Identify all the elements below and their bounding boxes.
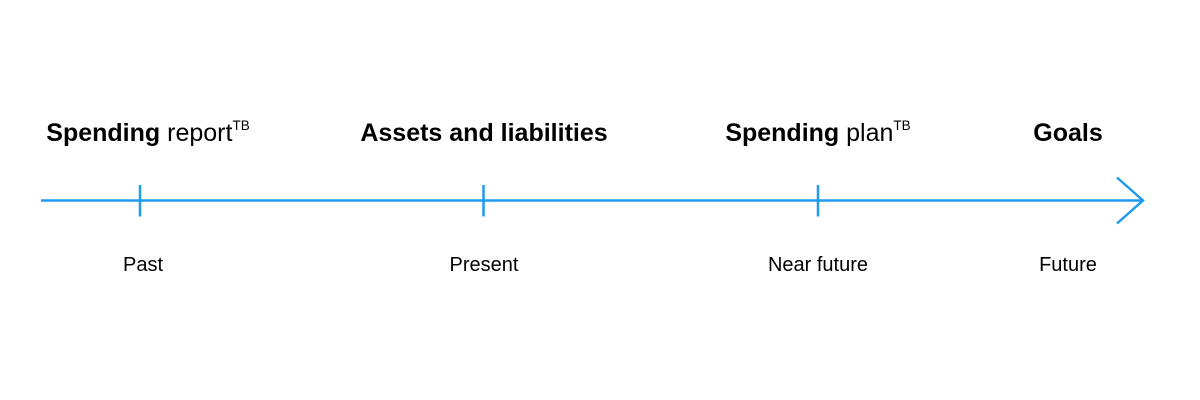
stage-title-regular-text: plan: [839, 119, 894, 147]
stage-title-regular-text: report: [160, 119, 233, 147]
period-present: Present: [449, 254, 519, 276]
stage-title-spending-report: Spending reportTB: [46, 117, 250, 147]
arrow-right-icon: [1116, 176, 1145, 225]
period-near-future: Near future: [767, 254, 869, 276]
stage-title-assets-liabilities: Assets and liabilities: [360, 121, 607, 146]
period-past: Past: [122, 254, 164, 276]
stage-title-superscript: TB: [893, 117, 911, 133]
stage-title-superscript: TB: [232, 117, 250, 133]
stage-title-bold-text: Assets and liabilities: [360, 119, 608, 147]
stage-title-bold-text: Spending: [725, 119, 840, 147]
period-future: Future: [1039, 254, 1097, 276]
stage-title-spending-plan: Spending planTB: [725, 117, 911, 147]
stage-title-bold-text: Spending: [46, 119, 161, 147]
stage-title-goals: Goals: [1033, 121, 1102, 146]
stage-title-bold-text: Goals: [1033, 119, 1103, 147]
